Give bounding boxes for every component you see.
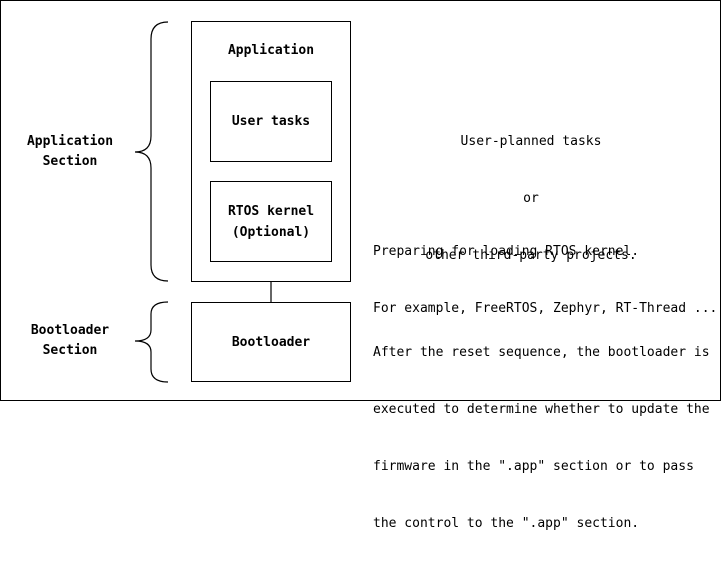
bootloader-section-label-line-2: Section — [42, 343, 98, 358]
rtos-note-line-2: For example, FreeRTOS, Zephyr, RT-Thread… — [373, 301, 718, 316]
bootloader-note-line-4: the control to the ".app" section. — [373, 516, 640, 531]
diagram-canvas: Application Section Bootloader Section A… — [0, 0, 721, 531]
bootloader-note-line-3: firmware in the ".app" section or to pas… — [373, 459, 694, 474]
bootloader-section-brace — [134, 301, 169, 383]
rtos-note-line-1: Preparing for loading RTOS kernel. — [373, 244, 640, 259]
application-section-label: Application Section — [9, 132, 131, 172]
user-tasks-box: User tasks — [210, 81, 332, 162]
application-box-title: Application — [227, 43, 315, 58]
rtos-kernel-box: RTOS kernel (Optional) — [210, 181, 332, 262]
user-tasks-note-line-2: or — [523, 191, 539, 206]
user-tasks-note-line-3: other third-party projects. — [425, 248, 637, 263]
application-section-label-line-2: Section — [42, 154, 98, 169]
user-tasks-label: User tasks — [231, 114, 311, 129]
user-tasks-note: User-planned tasks or other third-party … — [411, 94, 651, 303]
bootloader-label: Bootloader — [231, 334, 311, 350]
user-tasks-note-line-1: User-planned tasks — [460, 134, 602, 149]
rtos-kernel-label: RTOS kernel — [227, 203, 315, 219]
application-section-brace — [134, 21, 169, 282]
bootloader-box: Bootloader — [191, 302, 351, 382]
bootloader-section-label-line-1: Bootloader — [30, 323, 110, 338]
application-section-label-line-1: Application — [26, 134, 114, 149]
rtos-kernel-optional-label: (Optional) — [231, 224, 311, 240]
bootloader-note: After the reset sequence, the bootloader… — [373, 305, 710, 571]
rtos-note: Preparing for loading RTOS kernel. For e… — [373, 204, 717, 356]
bootloader-section-label: Bootloader Section — [9, 321, 131, 361]
bootloader-note-line-2: executed to determine whether to update … — [373, 402, 710, 417]
bootloader-note-line-1: After the reset sequence, the bootloader… — [373, 345, 710, 360]
